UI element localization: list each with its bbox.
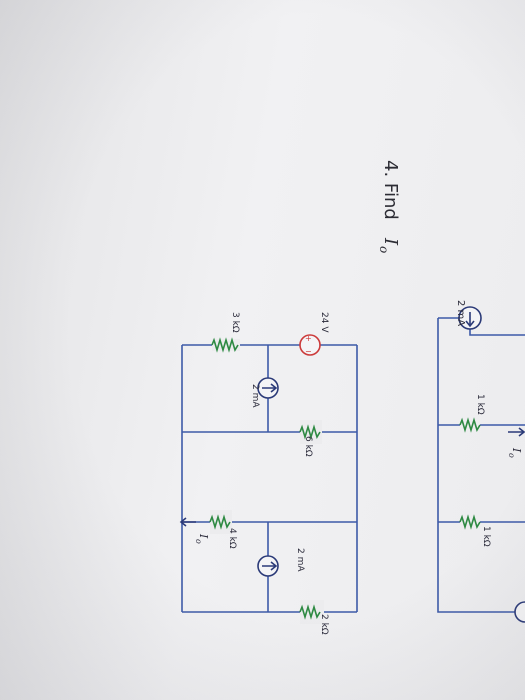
top-current-source-label: 2 mA bbox=[455, 300, 466, 326]
resistor-4k bbox=[209, 514, 231, 530]
resistor-2k bbox=[299, 604, 321, 620]
resistor-3k bbox=[211, 337, 239, 353]
top-circuit: 2 mA 1 kΩ 1 kΩ I o bbox=[437, 300, 525, 623]
resistor-6k-label: 6 kΩ bbox=[303, 436, 313, 457]
main-io-arrow-icon bbox=[179, 517, 196, 527]
top-resistor-2-label: 1 kΩ bbox=[481, 526, 491, 547]
voltage-source-minus-icon: − bbox=[305, 347, 312, 356]
resistor-6k bbox=[299, 424, 321, 440]
voltage-source-24v bbox=[299, 334, 321, 356]
problem-title: 4. Find I o bbox=[377, 160, 401, 253]
top-io-subscript: o bbox=[507, 453, 516, 458]
top-current-source-arrow-icon bbox=[465, 312, 475, 328]
current-source-2-label: 2 mA bbox=[295, 548, 305, 572]
problem-title-text: 4. Find bbox=[380, 160, 401, 220]
current-source-2-arrow-icon bbox=[262, 561, 278, 571]
problem-title-variable: I bbox=[380, 237, 401, 246]
current-source-1-label: 2 mA bbox=[250, 384, 260, 408]
resistor-3k-label: 3 kΩ bbox=[230, 312, 240, 333]
current-source-1-arrow-icon bbox=[262, 383, 278, 393]
top-resistor-1-label: 1 kΩ bbox=[475, 394, 485, 415]
main-io-subscript: o bbox=[194, 539, 203, 544]
voltage-source-plus-icon: + bbox=[305, 334, 312, 343]
top-io-label: I bbox=[510, 447, 523, 453]
main-io-label: I bbox=[197, 533, 210, 539]
resistor-2k-label: 2 kΩ bbox=[319, 614, 329, 635]
resistor-4k-label: 4 kΩ bbox=[227, 528, 237, 549]
top-partial-source bbox=[514, 601, 525, 623]
top-io-arrow-icon bbox=[508, 427, 525, 437]
voltage-source-label: 24 V bbox=[319, 312, 329, 333]
top-circuit-rail bbox=[437, 318, 525, 613]
problem-title-subscript: o bbox=[377, 246, 391, 253]
top-branch-source-wire bbox=[438, 310, 525, 336]
main-circuit: + − 24 V 3 kΩ 2 mA 6 kΩ bbox=[179, 312, 358, 635]
top-resistor-2 bbox=[459, 514, 481, 530]
top-resistor-1 bbox=[459, 417, 481, 433]
